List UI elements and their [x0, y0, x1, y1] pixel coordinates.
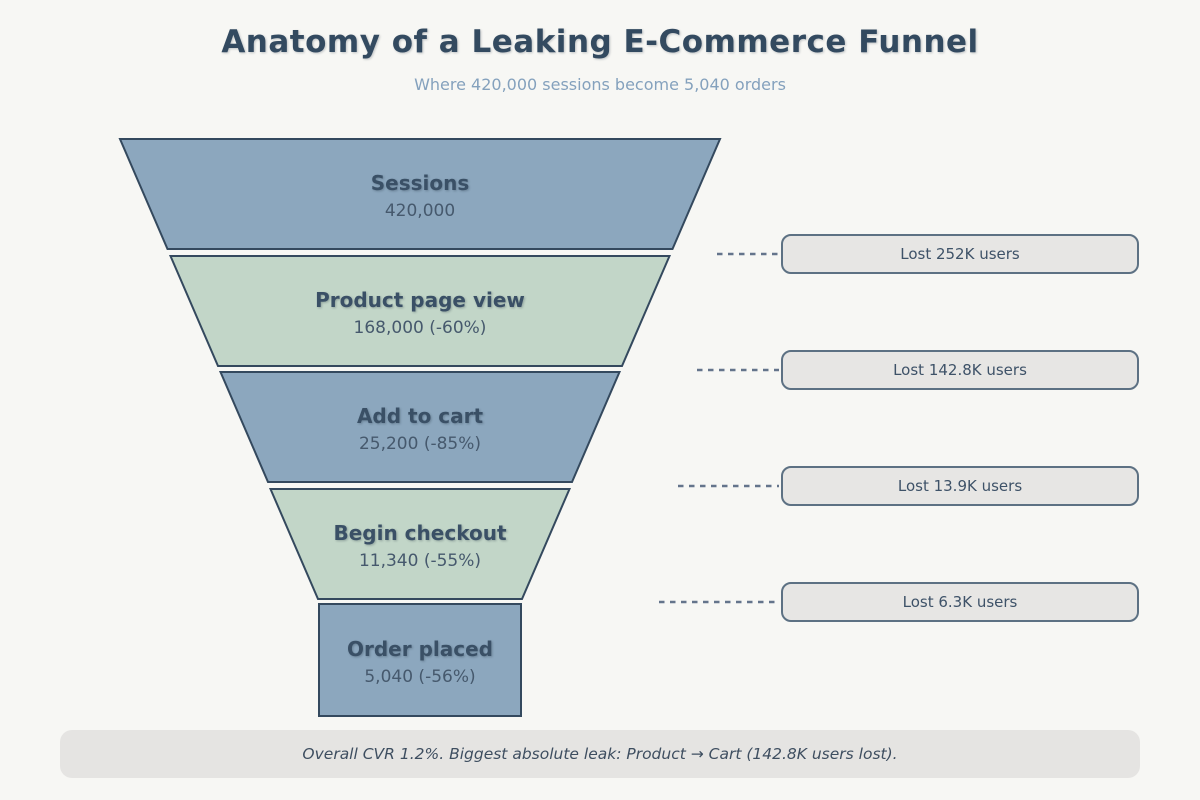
loss-badge-1: Lost 252K users: [781, 234, 1139, 274]
loss-badge-4: Lost 6.3K users: [781, 582, 1139, 622]
loss-badge-label: Lost 6.3K users: [902, 593, 1018, 611]
funnel-segment-begin-checkout: [268, 488, 572, 600]
funnel-segment-add-to-cart: [218, 371, 622, 483]
funnel-segment-order-placed: [318, 603, 522, 717]
loss-badge-label: Lost 13.9K users: [897, 477, 1023, 495]
loss-badge-3: Lost 13.9K users: [781, 466, 1139, 506]
funnel-segment-product-page-view: [168, 255, 672, 367]
page-subtitle: Where 420,000 sessions become 5,040 orde…: [414, 75, 786, 94]
footer-summary-text: Overall CVR 1.2%. Biggest absolute leak:…: [302, 745, 898, 763]
loss-badge-label: Lost 252K users: [900, 245, 1020, 263]
page-title: Anatomy of a Leaking E-Commerce Funnel: [221, 24, 979, 60]
loss-badge-2: Lost 142.8K users: [781, 350, 1139, 390]
footer-summary-bar: Overall CVR 1.2%. Biggest absolute leak:…: [60, 730, 1140, 778]
funnel-segment-sessions: [118, 138, 722, 250]
loss-badge-label: Lost 142.8K users: [893, 361, 1027, 379]
